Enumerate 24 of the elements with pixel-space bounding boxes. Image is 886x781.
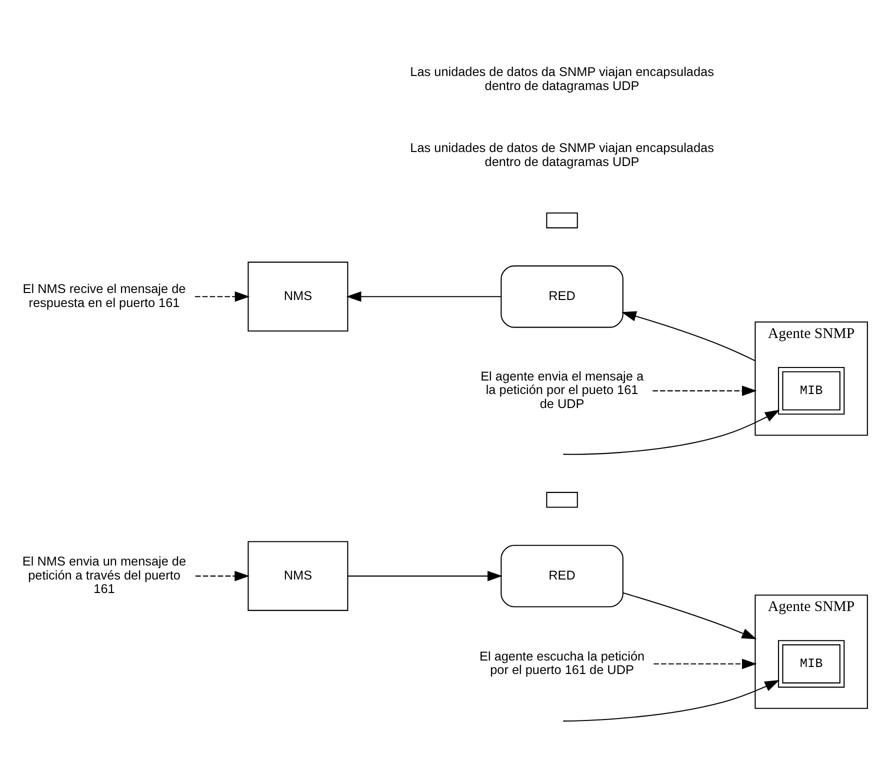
arrow bbox=[562, 680, 780, 722]
arrow bbox=[562, 409, 780, 454]
arrow bbox=[194, 290, 250, 302]
node-text: El NMS envia un mensaje de petición a través del puerto 161 bbox=[22, 554, 186, 596]
arrow bbox=[652, 385, 756, 396]
arrow bbox=[653, 658, 756, 669]
node-box: RED bbox=[500, 544, 623, 607]
node-box bbox=[546, 212, 578, 228]
arrow bbox=[347, 570, 502, 581]
node-box: MIB bbox=[777, 366, 844, 414]
arrow bbox=[620, 310, 755, 361]
label: Las unidades de datos de SNMP viajan encapsuladas dentro de datagramas UDP bbox=[410, 140, 714, 168]
node-text: El NMS recive el mensaje de respuesta en el puerto 161 bbox=[22, 282, 186, 310]
node-box: MIB bbox=[777, 640, 844, 688]
node-box: NMS bbox=[247, 261, 348, 332]
node-box: RED bbox=[500, 264, 623, 328]
node-text: El agente escucha la petición por el puerto 161 de UDP bbox=[479, 648, 644, 677]
node-text: El agente envia el mensaje a la petición por el pueto 161 de UDP bbox=[480, 368, 644, 410]
arrow bbox=[346, 290, 500, 302]
arrow bbox=[195, 570, 249, 581]
arrow bbox=[622, 592, 756, 639]
node-box bbox=[546, 491, 578, 508]
node-box: NMS bbox=[247, 540, 348, 610]
label: Las unidades de datos da SNMP viajan encapsuladas dentro de datagramas UDP bbox=[410, 64, 714, 92]
